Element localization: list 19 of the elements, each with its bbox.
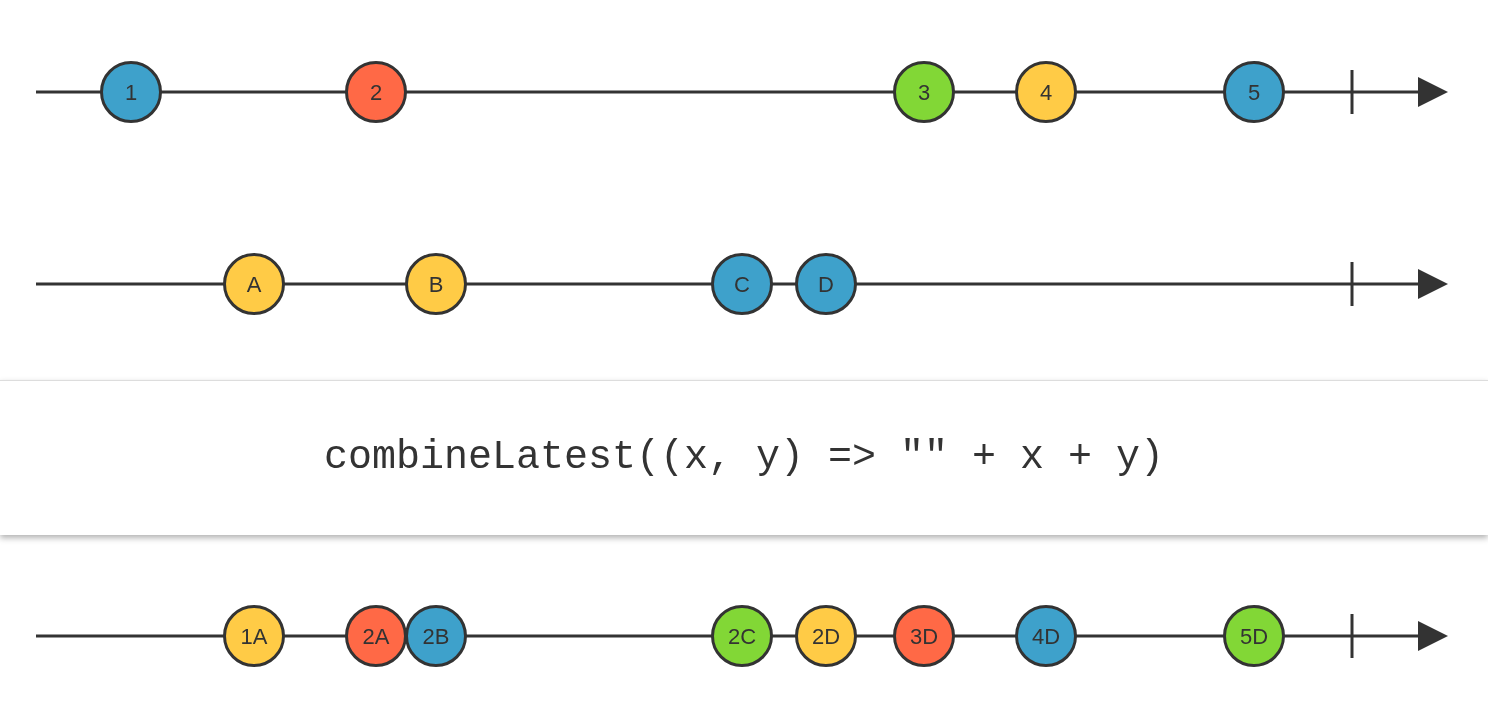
marble: 4D <box>1015 605 1077 667</box>
marble: C <box>711 253 773 315</box>
operator-box <box>0 380 1488 535</box>
marble: 2B <box>405 605 467 667</box>
marble: A <box>223 253 285 315</box>
operator-code: combineLatest((x, y) => "" + x + y) <box>323 434 1165 482</box>
marble: 3D <box>893 605 955 667</box>
marble: D <box>795 253 857 315</box>
marble: 2A <box>345 605 407 667</box>
marble: B <box>405 253 467 315</box>
marble: 5 <box>1223 61 1285 123</box>
marble: 4 <box>1015 61 1077 123</box>
marble: 2 <box>345 61 407 123</box>
marble: 1A <box>223 605 285 667</box>
marble: 2D <box>795 605 857 667</box>
marble: 5D <box>1223 605 1285 667</box>
marble: 2C <box>711 605 773 667</box>
marble: 1 <box>100 61 162 123</box>
marble: 3 <box>893 61 955 123</box>
